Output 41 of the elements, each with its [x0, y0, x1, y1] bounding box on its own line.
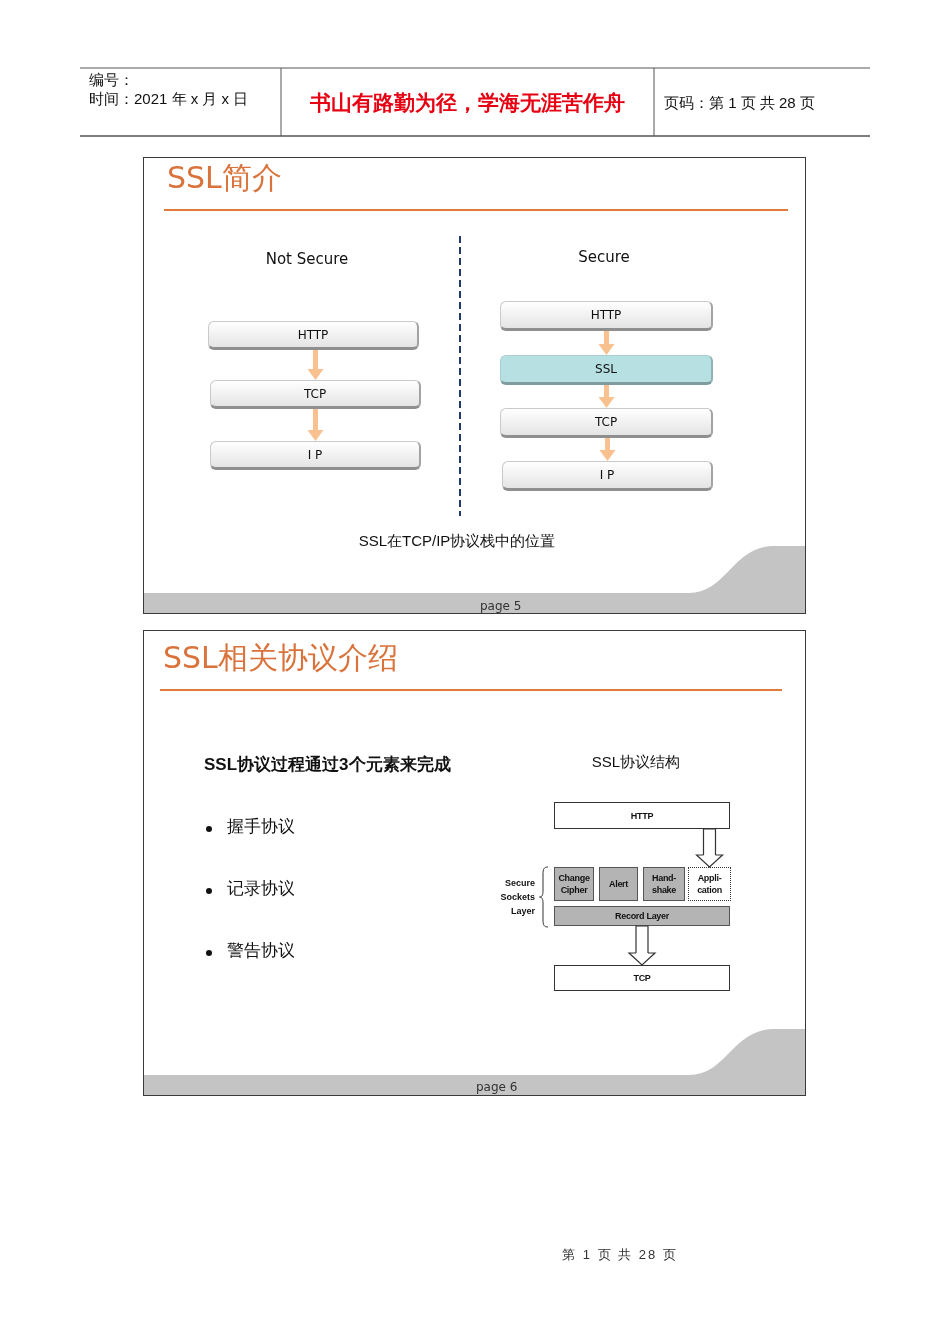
column-heading: Not Secure: [264, 249, 350, 269]
column-heading: Secure: [577, 247, 631, 267]
intro-text: SSL协议过程通过3个元素来完成: [204, 754, 451, 776]
figure-caption: SSL在TCP/IP协议栈中的位置: [357, 531, 557, 551]
slide-title: SSL简介: [167, 160, 282, 196]
bullet-text: 警告协议: [227, 940, 295, 962]
protocol-layer-box: SSL: [500, 355, 713, 385]
protocol-box: HTTP: [554, 802, 730, 829]
header-text: 编号：: [89, 70, 134, 90]
protocol-box: Alert: [599, 867, 638, 901]
bracket-label: Secure Sockets Layer: [499, 877, 535, 918]
bullet-text: 握手协议: [227, 816, 295, 838]
protocol-layer-box: I P: [210, 441, 421, 470]
arrow: [598, 331, 615, 355]
protocol-layer-box: HTTP: [208, 321, 419, 350]
arrow: [599, 438, 616, 461]
page-number: page 6: [476, 1079, 518, 1096]
protocol-layer-box: TCP: [500, 408, 713, 438]
slide-title: SSL相关协议介绍: [163, 640, 398, 676]
protocol-box: TCP: [554, 965, 730, 991]
protocol-box: Hand- shake: [643, 867, 685, 901]
protocol-layer-box: TCP: [210, 380, 421, 409]
arrow: [598, 385, 615, 408]
protocol-box: Appli- cation: [688, 867, 731, 901]
arrow: [628, 925, 656, 966]
header-text: 时间：2021 年 x 月 x 日: [89, 89, 249, 109]
arrow: [307, 350, 324, 380]
protocol-box: Change Cipher: [554, 867, 594, 901]
arrow: [695, 828, 724, 868]
arrow: [307, 409, 324, 441]
slide-frame: [143, 157, 806, 614]
page-number: page 5: [480, 598, 522, 615]
motto-text: 书山有路勤为径，学海无涯苦作舟: [309, 90, 626, 116]
slide-frame: [143, 630, 806, 1096]
protocol-box: Record Layer: [554, 906, 730, 926]
page-footer: 第 1 页 共 28 页: [510, 1246, 730, 1264]
protocol-layer-box: I P: [502, 461, 713, 491]
header-text: 页码：第 1 页 共 28 页: [664, 93, 815, 113]
figure-caption: SSL协议结构: [590, 752, 682, 772]
protocol-layer-box: HTTP: [500, 301, 713, 331]
bullet-text: 记录协议: [227, 878, 295, 900]
